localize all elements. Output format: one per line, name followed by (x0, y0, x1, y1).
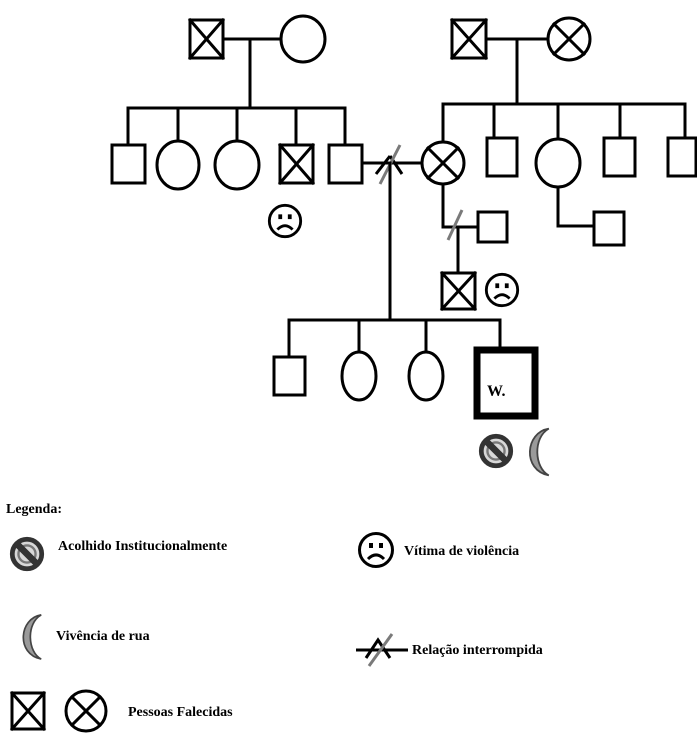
violence-victim-icon (358, 532, 394, 568)
paternal-aunt-1 (155, 139, 201, 191)
legend-label-interrupted: Relação interrompida (412, 643, 543, 658)
violence-victim-icon (484, 272, 520, 308)
sibling-sister-2 (407, 350, 445, 402)
maternal-aunt (534, 137, 582, 189)
maternal-grandfather-deceased (449, 17, 489, 61)
legend: Legenda: Acolhido Institucionalmente Vít… (6, 502, 543, 733)
paternal-aunt-2 (213, 139, 261, 191)
maternal-grandparents (441, 16, 687, 145)
legend-label-institutional: Acolhido Institucionalmente (58, 539, 227, 554)
deceased-icon (9, 689, 108, 733)
father (327, 143, 364, 185)
legend-label-deceased: Pessoas Falecidas (128, 705, 233, 720)
paternal-uncle-1 (110, 143, 147, 185)
maternal-grandmother-deceased (546, 16, 592, 62)
paternal-uncle-deceased (277, 142, 316, 186)
maternal-uncle-1 (485, 136, 519, 178)
institutional-care-icon (481, 436, 510, 465)
maternal-aunt-partner (592, 210, 626, 247)
legend-label-violence: Vítima de violência (404, 544, 519, 559)
half-sibling-deceased (439, 270, 478, 312)
maternal-uncle-2 (602, 136, 637, 178)
legend-label-street: Vivência de rua (56, 629, 150, 644)
street-life-icon (528, 427, 550, 477)
mother-deceased (420, 140, 466, 186)
mother-second-union-interrupted (446, 209, 464, 241)
index-label: W. (487, 383, 506, 400)
sibling-brother (272, 355, 307, 397)
index-person-w: W. (473, 346, 539, 420)
street-life-icon (22, 614, 43, 660)
legend-title: Legenda: (6, 502, 62, 517)
interrupted-relationship-icon (356, 633, 408, 667)
mother-second-partner (476, 210, 509, 244)
maternal-uncle-3 (666, 136, 697, 178)
sibling-sister-1 (340, 350, 378, 402)
paternal-grandmother (279, 14, 327, 64)
paternal-grandfather-deceased (187, 17, 226, 61)
violence-victim-icon (267, 203, 303, 239)
institutional-care-icon (12, 539, 41, 568)
paternal-grandparents (126, 14, 347, 147)
